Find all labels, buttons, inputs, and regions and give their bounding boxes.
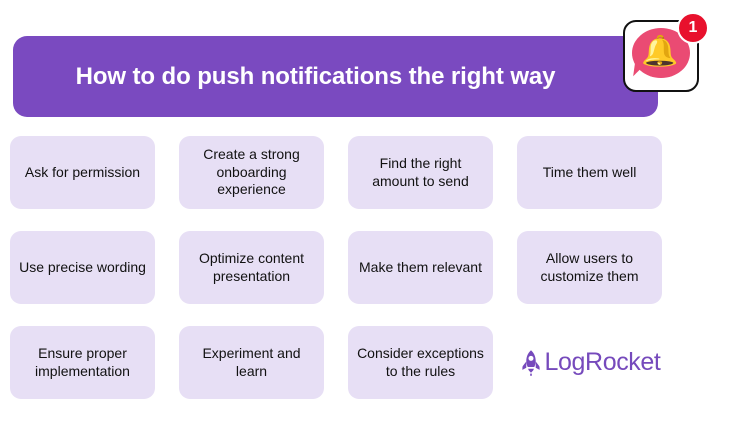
tip-card: Find the right amount to send (348, 136, 493, 209)
tip-card-label: Find the right amount to send (372, 154, 469, 189)
tip-card-label: Experiment and learn (202, 344, 301, 379)
tip-card-label: Create a strong onboarding experience (203, 145, 300, 198)
notification-graphic: 🔔 1 (623, 12, 709, 96)
tips-row-2: Use precise wording Optimize content pre… (10, 231, 722, 304)
tip-card-label: Make them relevant (359, 258, 482, 275)
tip-card-label: Optimize content presentation (198, 249, 305, 284)
tip-card: Allow users to customize them (517, 231, 662, 304)
tip-card-label: Use precise wording (19, 258, 146, 275)
title-banner: How to do push notifications the right w… (13, 36, 658, 117)
tip-card-label: Ensure proper implementation (35, 344, 130, 379)
tip-card-label: Time them well (542, 163, 637, 180)
tip-card: Optimize content presentation (179, 231, 324, 304)
tips-grid: Ask for permission Create a strong onboa… (10, 136, 722, 421)
tips-row-3: Ensure proper implementation Experiment … (10, 326, 722, 399)
tip-card-label: Ask for permission (24, 163, 141, 180)
tip-card-label: Consider exceptions to the rules (357, 344, 484, 379)
tip-card: Experiment and learn (179, 326, 324, 399)
tip-card-label: Allow users to customize them (540, 249, 639, 284)
tip-card: Ensure proper implementation (10, 326, 155, 399)
rocket-icon (521, 349, 540, 376)
tip-card: Create a strong onboarding experience (179, 136, 324, 209)
tip-card: Time them well (517, 136, 662, 209)
notification-count-badge: 1 (677, 12, 709, 44)
tips-row-1: Ask for permission Create a strong onboa… (10, 136, 722, 209)
logrocket-wordmark: LogRocket (544, 348, 661, 376)
tip-card: Consider exceptions to the rules (348, 326, 493, 399)
tip-card: Use precise wording (10, 231, 155, 304)
bell-icon: 🔔 (641, 35, 679, 68)
tip-card: Make them relevant (348, 231, 493, 304)
logrocket-logo: LogRocket (517, 326, 662, 399)
tip-card: Ask for permission (10, 136, 155, 209)
page-title: How to do push notifications the right w… (75, 62, 556, 90)
